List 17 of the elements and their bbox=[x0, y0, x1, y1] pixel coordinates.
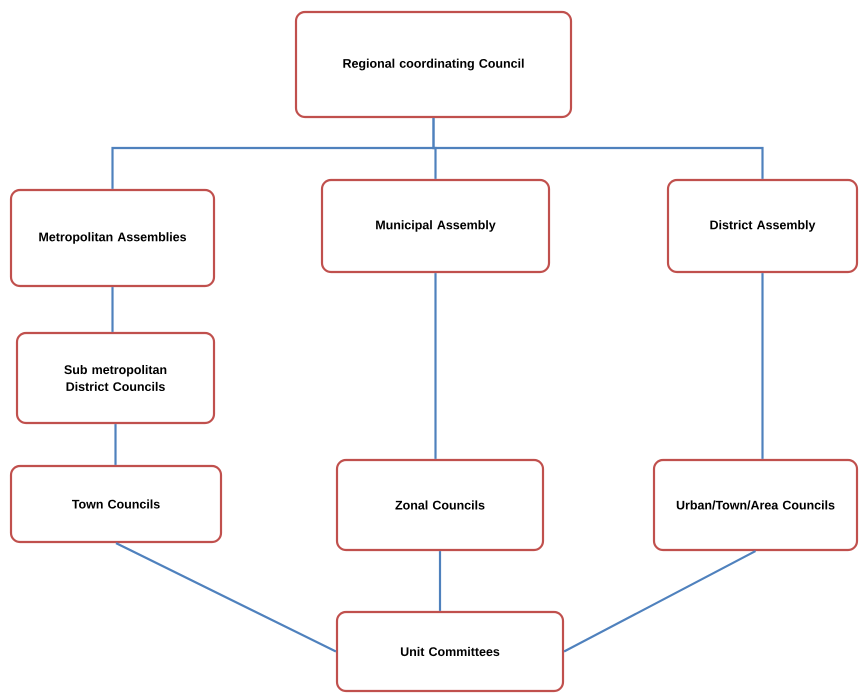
connector-line bbox=[432, 118, 764, 179]
org-box: Unit Committees bbox=[336, 610, 564, 692]
org-box: Municipal Assembly bbox=[320, 178, 550, 274]
connector-line bbox=[111, 287, 114, 332]
connector-line bbox=[114, 424, 117, 465]
org-box: District Assembly bbox=[666, 178, 858, 274]
org-box: Zonal Councils bbox=[336, 458, 544, 552]
connector-line bbox=[564, 550, 756, 652]
connector-line bbox=[116, 542, 336, 652]
connector-line bbox=[434, 273, 437, 459]
org-box: Urban/Town/Area Councils bbox=[652, 458, 858, 552]
org-box: Regional coordinating Council bbox=[294, 10, 572, 118]
connector-line bbox=[438, 551, 442, 611]
org-box: Metropolitan Assemblies bbox=[10, 188, 216, 288]
org-box: Sub metropolitan District Councils bbox=[16, 332, 216, 424]
connector-line bbox=[761, 273, 764, 459]
org-box: Town Councils bbox=[10, 464, 222, 544]
